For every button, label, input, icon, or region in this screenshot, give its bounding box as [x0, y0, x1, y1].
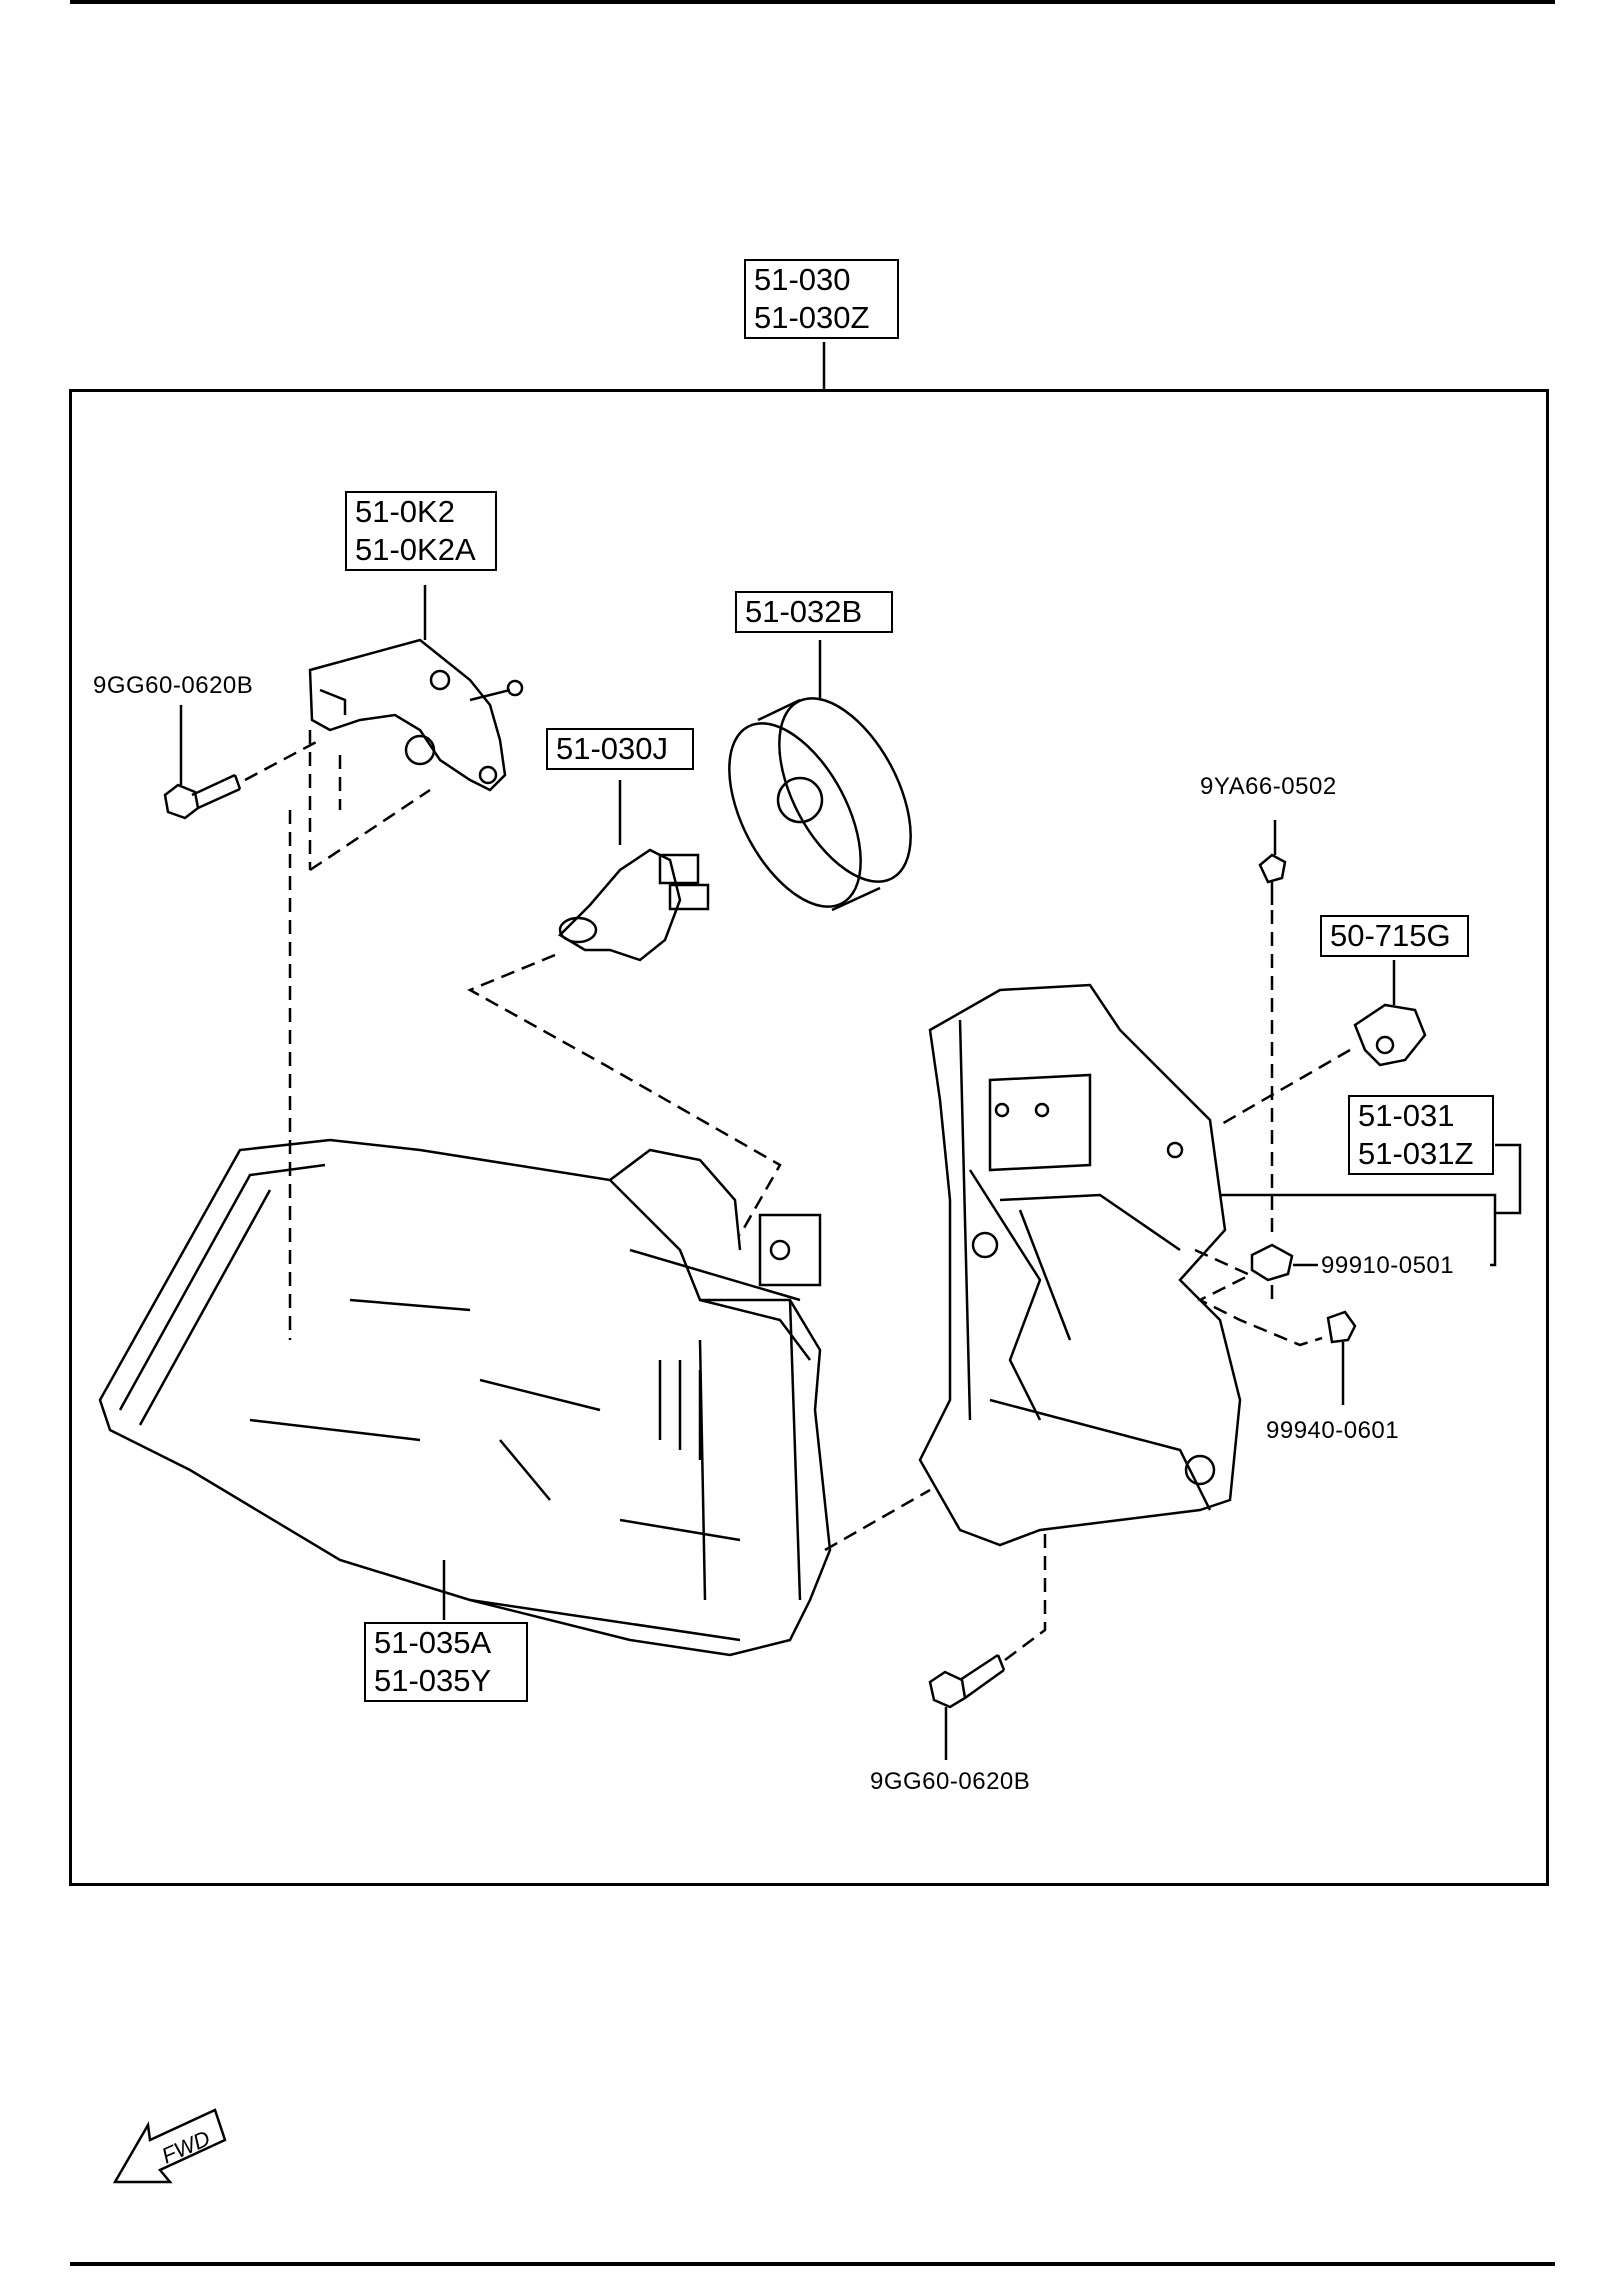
- socket-label: 51-0K2 51-0K2A: [345, 491, 497, 571]
- nut-label: 99910-0501: [1321, 1252, 1455, 1279]
- assembly-frame: [69, 389, 1549, 1886]
- bulb-drawing: [557, 780, 710, 962]
- screw-top-drawing: [1258, 820, 1287, 905]
- assembly-label: 51-030 51-030Z: [744, 259, 899, 339]
- bottom-rule: [70, 2262, 1555, 2266]
- bolt-top-drawing: [163, 705, 242, 820]
- housing-label: 51-035A 51-035Y: [364, 1622, 528, 1702]
- bolt-top-label: 9GG60-0620B: [93, 672, 254, 699]
- bracket-label: 51-031 51-031Z: [1348, 1095, 1494, 1175]
- nut2-drawing: [1326, 1310, 1357, 1405]
- cover-label: 51-032B: [735, 591, 893, 633]
- clip-drawing: [1353, 960, 1427, 1067]
- fwd-arrow-icon: [112, 2108, 227, 2184]
- clip-label: 50-715G: [1320, 915, 1469, 957]
- bolt-bottom-drawing: [928, 1653, 1006, 1760]
- bracket-leader: [1490, 1213, 1497, 1267]
- headlamp-housing-drawing: [98, 1138, 832, 1657]
- screw-top-label: 9YA66-0502: [1200, 773, 1337, 800]
- dust-cover-drawing: [728, 640, 912, 912]
- top-rule: [70, 0, 1555, 4]
- nut-drawing: [1250, 1243, 1318, 1282]
- bolt-bottom-label: 9GG60-0620B: [870, 1768, 1031, 1795]
- nut2-label: 99940-0601: [1266, 1417, 1400, 1444]
- socket-bracket-drawing: [308, 585, 524, 792]
- bulb-label: 51-030J: [546, 728, 694, 770]
- mounting-bracket-drawing: [918, 983, 1522, 1547]
